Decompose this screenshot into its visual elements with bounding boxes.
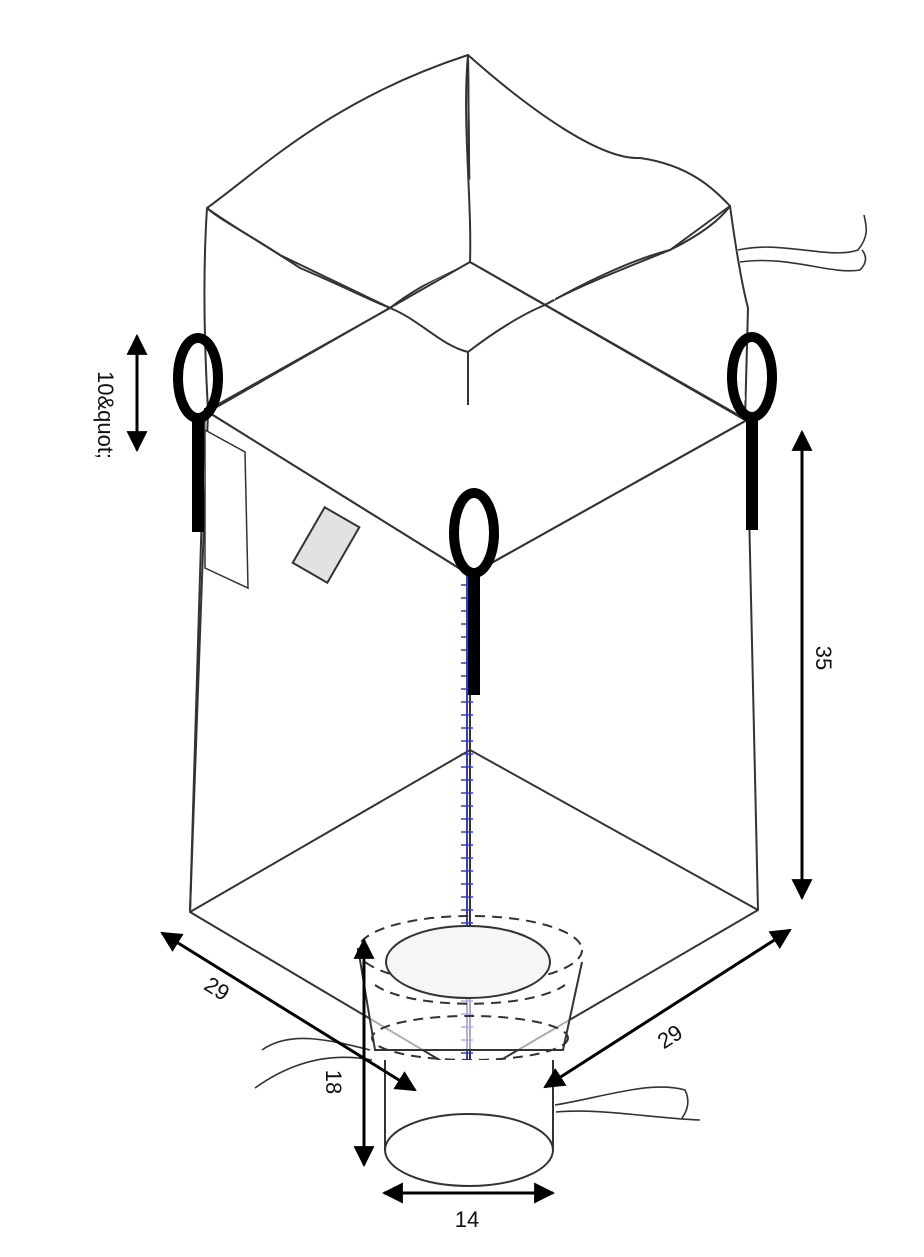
skirt-front-left (203, 207, 391, 411)
hanging-label (204, 428, 249, 590)
body-height-label: 35 (811, 646, 836, 670)
top-skirt (203, 54, 868, 421)
width-left-label: 29 (200, 972, 234, 1006)
skirt-back-right (467, 54, 731, 306)
lifting-loop-left (173, 333, 223, 532)
loop-height-label: 10&quot; (93, 371, 118, 459)
skirt-seam (465, 54, 472, 263)
skirt-highlight-right (710, 322, 745, 400)
lifting-loop-center (449, 488, 499, 695)
spout-height-label: 18 (321, 1070, 346, 1094)
width-right-arrow (543, 928, 792, 1089)
lifting-loop-right (727, 332, 777, 530)
document-pouch (291, 505, 361, 585)
bag-top-face (207, 261, 748, 576)
skirt-front-right (544, 205, 749, 421)
spout-diameter-label: 14 (455, 1207, 479, 1232)
bag-bottom-back-edges (189, 748, 759, 913)
spout-bottom-opening (384, 1113, 554, 1187)
width-right-label: 29 (653, 1020, 687, 1054)
skirt-tie-strings (737, 214, 868, 272)
skirt-fold-line (389, 304, 546, 354)
discharge-spout (254, 915, 701, 1187)
spout-inner-top (385, 925, 551, 999)
skirt-highlight-back (391, 179, 555, 300)
skirt-highlight-left (225, 307, 285, 392)
